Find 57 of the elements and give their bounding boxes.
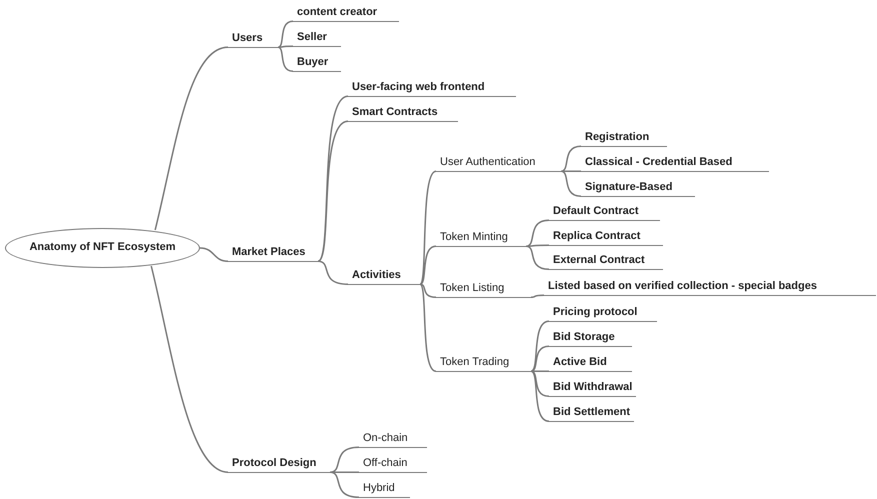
topic-label: On-chain <box>359 431 427 448</box>
branch-line <box>530 294 544 298</box>
topic-label: Listed based on verified collection - special badges <box>544 279 876 296</box>
topic-label: Hybrid <box>359 481 410 498</box>
branch-line <box>530 370 550 397</box>
branch-line <box>420 284 436 298</box>
branch-line <box>150 266 228 473</box>
topic-label: Bid Storage <box>549 330 632 347</box>
branch-line <box>330 472 360 498</box>
branch-line <box>317 96 348 262</box>
topic-label: Seller <box>293 30 341 47</box>
branch-line <box>420 246 436 285</box>
topic-label: Token Minting <box>436 230 526 247</box>
branch-line <box>278 46 294 72</box>
topic-label: Replica Contract <box>549 229 663 246</box>
branch-line <box>278 20 294 48</box>
branch-line <box>526 244 549 247</box>
topic-label: Bid Withdrawal <box>549 380 636 397</box>
branch-line <box>318 120 348 262</box>
branch-line <box>560 146 582 172</box>
topic-label: Smart Contracts <box>348 105 458 122</box>
topic-label: User Authentication <box>436 155 561 172</box>
topic-label: Token Trading <box>436 355 531 372</box>
topic-label: Buyer <box>293 55 341 72</box>
branch-line <box>200 247 228 262</box>
branch-line <box>526 220 550 247</box>
branch-line <box>330 472 359 473</box>
branch-line <box>560 170 582 197</box>
topic-label: Users <box>228 31 278 48</box>
topic-label: Pricing protocol <box>549 305 657 322</box>
topic-label: content creator <box>293 5 399 22</box>
topic-label: Off-chain <box>359 456 427 473</box>
topic-label: Bid Settlement <box>549 405 634 422</box>
topic-label: Registration <box>581 130 667 147</box>
topic-label: Market Places <box>228 245 318 262</box>
branch-line <box>531 370 549 372</box>
topic-label: Active Bid <box>549 355 632 372</box>
topic-label: Classical - Credential Based <box>581 155 769 172</box>
branch-line <box>278 46 293 48</box>
root-topic-ellipse: Anatomy of NFT Ecosystem <box>5 228 200 268</box>
topic-label: Protocol Design <box>228 456 330 473</box>
branch-line <box>318 260 348 285</box>
branch-line <box>419 284 436 372</box>
branch-line <box>530 320 550 372</box>
branch-line <box>530 370 550 422</box>
topic-label: User-facing web frontend <box>348 80 516 97</box>
topic-label: External Contract <box>549 253 663 270</box>
topic-label: Activities <box>348 268 420 285</box>
branch-line <box>330 446 360 473</box>
topic-label: Default Contract <box>549 204 660 221</box>
branch-line <box>154 46 228 230</box>
branch-line <box>526 246 550 270</box>
topic-label: Signature-Based <box>581 180 695 197</box>
topic-label: Token Listing <box>436 281 531 298</box>
branch-line <box>530 346 550 372</box>
branch-line <box>561 170 581 172</box>
branch-line <box>419 170 436 285</box>
